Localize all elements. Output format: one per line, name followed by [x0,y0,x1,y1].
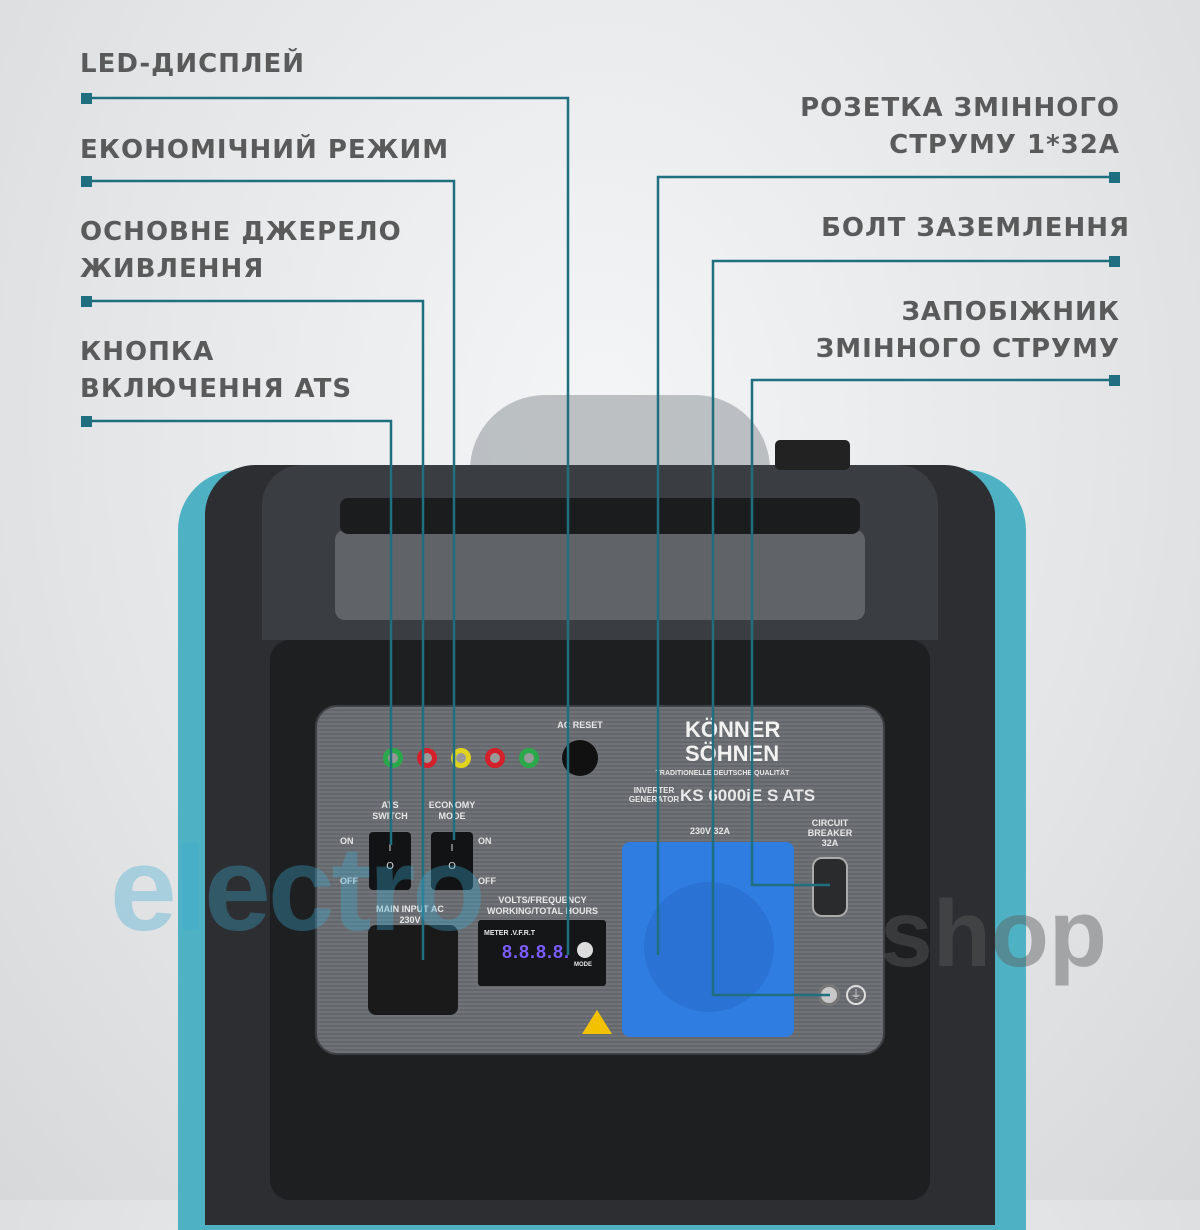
leader-ground-bolt [711,259,1114,997]
leader-ac-fuse [750,378,1114,887]
meter-label: METER .V.F.R.T [484,930,536,937]
leader-marker [81,416,92,427]
ac-socket-32a[interactable] [622,842,794,1037]
callout-text: LED-ДИСПЛЕЙ [80,49,306,79]
leader-lines [86,96,1114,997]
callout-led-display: LED-ДИСПЛЕЙ [80,46,305,83]
leader-marker [81,176,92,187]
mode-label: MODE [574,962,592,968]
watermark-logo: shop [880,881,1107,987]
leader-economy-mode [86,179,456,840]
socket-rating: 230V 32A [689,826,731,836]
callout-ac-fuse: ЗАПОБІЖНИК ЗМІННОГО СТРУМУ [816,294,1120,368]
callout-text: ЖИВЛЕННЯ [80,254,265,284]
ac-reset-label: AC RESET [557,720,603,730]
main-input-label: MAIN INPUT AC 230V [376,904,444,925]
callout-ground-bolt: БОЛТ ЗАЗЕМЛЕННЯ [821,210,1130,247]
callout-text: КНОПКА [80,337,215,367]
callout-economy-mode: ЕКОНОМІЧНИЙ РЕЖИМ [80,132,449,169]
ground-icon: ⏚ [846,985,866,1005]
tagline: TRADITIONELLE DEUTSCHE QUALITÄT [655,770,790,777]
led-display: METER .V.F.R.T 8.8.8.8. MODE [478,920,606,986]
fuel-tank [470,395,770,470]
leader-led-display [86,96,570,955]
brand-text: SÖHNEN [685,741,780,766]
callout-main-power-source: ОСНОВНЕ ДЖЕРЕЛО ЖИВЛЕННЯ [80,214,402,288]
callout-text: ЕКОНОМІЧНИЙ РЕЖИМ [80,135,450,165]
type-text: GENERATOR [628,795,680,804]
type-text: INVERTER [633,786,675,795]
leader-ats-button [86,419,393,845]
indicator-green-led [383,748,403,768]
leader-marker [81,93,92,104]
indicator-overload-led [485,748,505,768]
watermark-logo: electro [110,822,486,956]
off-label: OFF [340,876,358,886]
carry-handle [340,498,860,534]
callout-ats-button: КНОПКА ВКЛЮЧЕННЯ ATS [80,334,352,408]
leader-marker [1109,256,1120,267]
breaker-label: CIRCUIT BREAKER 32A [807,818,853,848]
leader-marker [81,296,92,307]
socket-cover [644,882,774,1012]
meter-digits: 8.8.8.8. [502,942,571,962]
main-input-socket[interactable] [368,925,458,1015]
callout-text: СТРУМУ 1*32А [889,130,1120,160]
warning-icon [582,1010,612,1034]
callout-text: ЗМІННОГО СТРУМУ [815,334,1120,364]
leader-ac-socket [656,175,1114,955]
on-label: ON [478,836,492,846]
callout-text: ВКЛЮЧЕННЯ ATS [80,374,353,404]
mode-button[interactable] [577,942,593,958]
leader-marker [1109,172,1120,183]
meter-title: VOLTS/FREQUENCY WORKING/TOTAL HOURS [487,895,598,916]
circuit-breaker[interactable] [812,857,848,917]
economy-mode-label: ECONOMY MODE [428,800,476,821]
callout-ac-socket: РОЗЕТКА ЗМІННОГО СТРУМУ 1*32А [800,90,1120,164]
off-label: OFF [478,876,496,886]
callout-text: ОСНОВНЕ ДЖЕРЕЛО [80,217,402,247]
fuel-cap [775,440,850,470]
callout-text: ЗАПОБІЖНИК [901,297,1120,327]
leader-main-power [86,299,425,960]
brand-text: KÖNNER [685,717,781,742]
indicator-ready-led [519,748,539,768]
on-label: ON [340,836,354,846]
leader-marker [1109,375,1120,386]
callout-text: РОЗЕТКА ЗМІННОГО [800,93,1120,123]
callout-text: БОЛТ ЗАЗЕМЛЕННЯ [821,213,1130,243]
